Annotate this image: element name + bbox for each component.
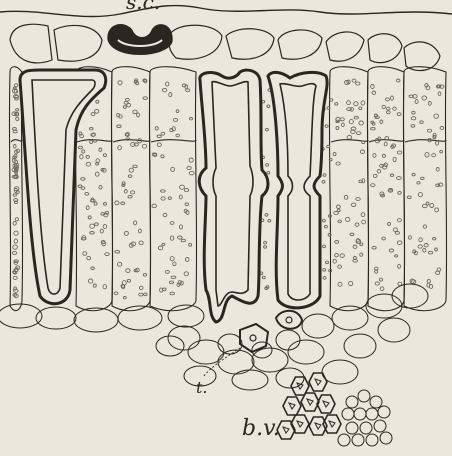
label-bv: b.v.	[242, 418, 280, 440]
stomatal-cell	[108, 25, 172, 55]
label-top: s.c.	[126, 0, 160, 12]
label-leader-line	[204, 348, 240, 376]
epidermal-cells	[10, 24, 440, 70]
label-t: t.	[196, 380, 208, 396]
epidermis-outline	[0, 6, 452, 17]
sclereid-cells	[20, 70, 327, 322]
